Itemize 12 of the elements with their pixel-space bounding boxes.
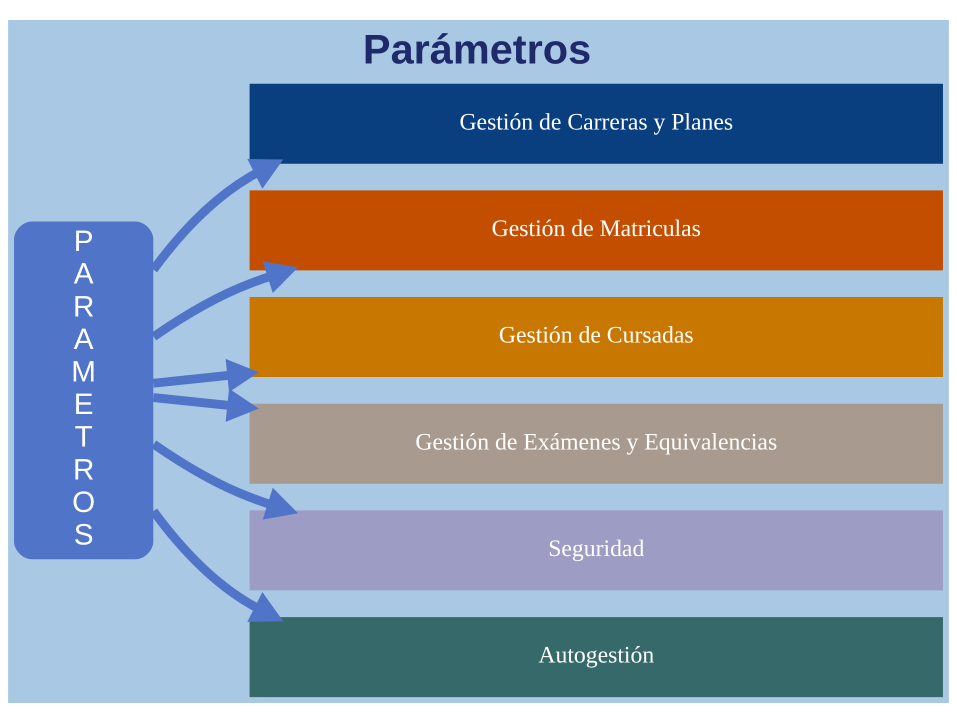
arrow [152, 388, 259, 422]
node-box: Gestión de Carreras y Planes [250, 84, 943, 164]
node-box: Autogestión [250, 617, 943, 698]
diagram-title: Parámetros [362, 26, 592, 73]
arrow [151, 440, 298, 520]
arrow [152, 358, 259, 392]
node-box: P A R A M E T R O S [14, 222, 154, 560]
node-box: Seguridad [250, 510, 943, 590]
arrow [151, 261, 298, 340]
node-box: Gestión de Exámenes y Equivalencias [250, 404, 943, 484]
node-box: Gestión de Cursadas [250, 297, 943, 378]
node-box: Gestión de Matriculas [250, 190, 943, 270]
